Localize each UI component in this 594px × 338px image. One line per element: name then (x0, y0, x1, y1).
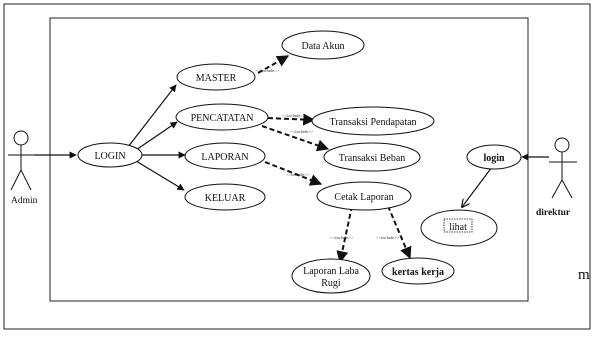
assoc-login-pencatatan (135, 121, 178, 151)
include-cetak-labarugi (336, 205, 353, 264)
stereotype-label: <<include>> (290, 129, 314, 134)
stereotype-label: <<include>> (376, 235, 400, 240)
usecase-laporan-label: LAPORAN (201, 152, 248, 163)
usecase-pencatatan-label: PENCATATAN (191, 113, 254, 124)
usecase-kertas-kerja (381, 257, 455, 285)
usecase-login-direktur-label: login (483, 153, 505, 164)
usecase-pencatatan (175, 103, 269, 131)
usecase-transaksi-pendapatan (311, 106, 435, 136)
assoc-login-lihat (462, 166, 493, 207)
usecase-data-akun-label: Data Akun (301, 41, 344, 52)
usecase-transaksi-beban-label: Transaksi Beban (339, 153, 406, 164)
usecase-master-label: MASTER (196, 73, 237, 84)
direktur-actor-label: direktur (536, 208, 571, 218)
usecase-laporan-laba-rugi-label: Laporan Laba (303, 266, 359, 277)
stereotype-label: <<include>> (286, 172, 310, 177)
assoc-login-master (127, 84, 177, 148)
usecase-login-label: LOGIN (94, 151, 125, 162)
admin-actor-label: Admin (11, 196, 38, 206)
usecase-transaksi-pendapatan-label: Transaksi Pendapatan (329, 117, 416, 128)
direktur-actor (549, 137, 577, 199)
usecase-login-direktur (466, 144, 522, 170)
usecase-lihat (420, 209, 498, 247)
usecase-cetak-laporan-label: Cetak Laporan (334, 192, 393, 203)
outer-frame (3, 3, 591, 330)
usecase-cetak-laporan (316, 181, 412, 211)
assoc-login-keluar (135, 160, 185, 191)
usecase-laporan-laba-rugi (291, 258, 371, 294)
stray-text: m (578, 267, 590, 283)
admin-actor (8, 130, 34, 191)
usecase-data-akun (281, 30, 365, 60)
include-laporan-cetak (264, 161, 323, 186)
usecase-keluar-label: KELUAR (205, 193, 246, 204)
usecase-laporan-laba-rugi-label: Rugi (321, 278, 341, 289)
usecase-laporan (184, 142, 266, 170)
usecase-keluar (184, 183, 266, 211)
usecase-master (176, 63, 256, 91)
include-cetak-kertaskerja (387, 205, 412, 260)
usecase-kertas-kerja-label: kertas kerja (392, 267, 444, 278)
include-pencatatan-pendapatan (267, 113, 316, 126)
usecase-transaksi-beban (323, 142, 421, 172)
include-pencatatan-beban (261, 125, 330, 152)
stereotype-label: <<include>> (330, 235, 354, 240)
lihat-inner-box (443, 218, 473, 233)
stereotype-label: <<include>> (282, 113, 306, 118)
usecase-lihat-label: lihat (449, 222, 467, 233)
include-master-dataakun (257, 55, 290, 74)
stereotype-label: <<include>> (256, 68, 280, 73)
usecase-login (77, 142, 143, 168)
